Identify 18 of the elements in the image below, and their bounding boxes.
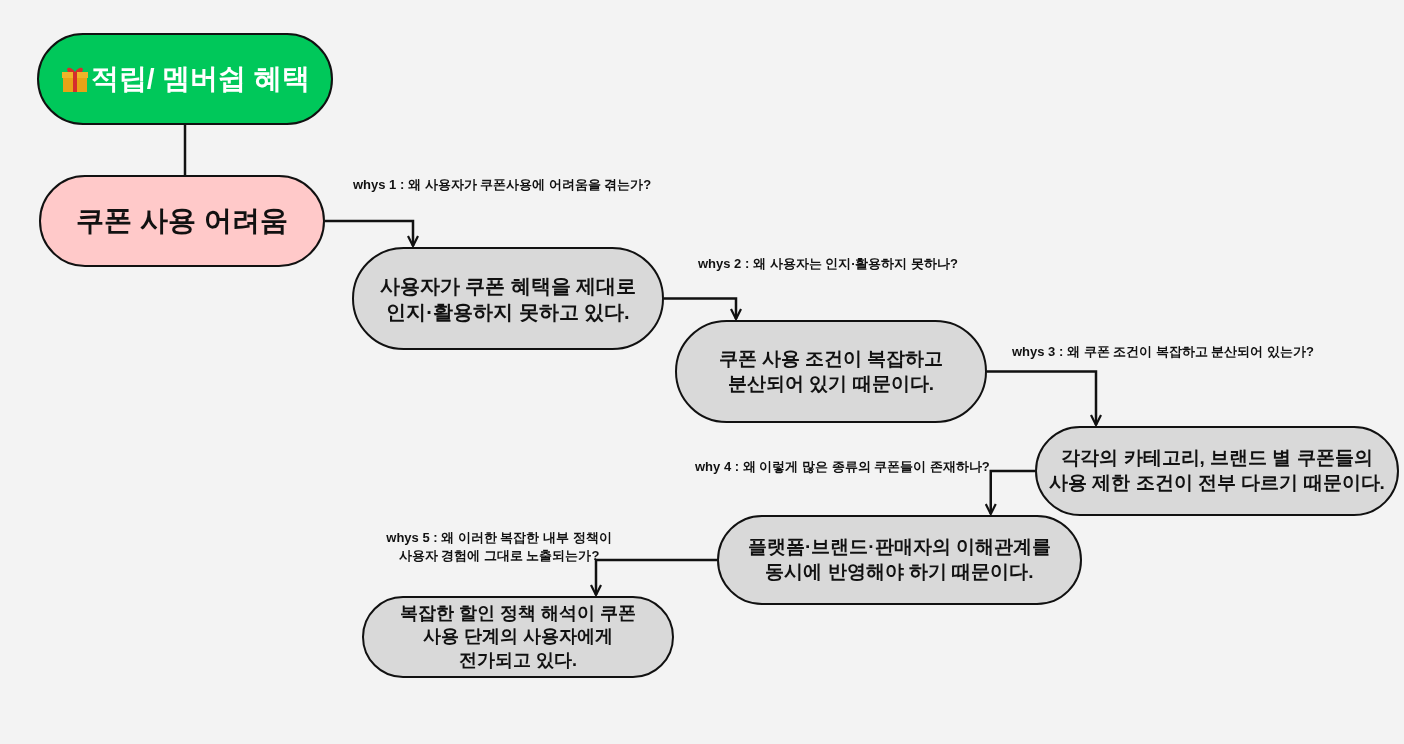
arrow bbox=[664, 297, 743, 321]
question-label: whys 2 : 왜 사용자는 인지·활용하지 못하나? bbox=[698, 255, 958, 273]
box-text: 쿠폰 사용 조건이 복잡하고 분산되어 있기 때문이다. bbox=[717, 346, 945, 396]
box-text: 플랫폼·브랜드·판매자의 이해관계를 동시에 반영해야 하기 때문이다. bbox=[747, 535, 1052, 584]
arrow bbox=[984, 469, 1035, 516]
arrow bbox=[589, 558, 717, 597]
question-label: why 4 : 왜 이렇게 많은 종류의 쿠폰들이 존재하나? bbox=[695, 458, 990, 476]
question-label: whys 3 : 왜 쿠폰 조건이 복잡하고 분산되어 있는가? bbox=[1012, 343, 1314, 361]
arrow bbox=[987, 370, 1103, 427]
box-text: 복잡한 할인 정책 해석이 쿠폰 사용 단계의 사용자에게 전가되고 있다. bbox=[399, 601, 637, 672]
box-text: 사용자가 쿠폰 혜택을 제대로 인지·활용하지 못하고 있다. bbox=[378, 273, 638, 325]
box-text: 쿠폰 사용 어려움 bbox=[76, 203, 288, 238]
question-label: whys 5 : 왜 이러한 복잡한 내부 정책이 사용자 경험에 그대로 노출되는가? bbox=[385, 529, 613, 565]
box-text: 각각의 카테고리, 브랜드 별 쿠폰들의 사용 제한 조건이 전부 다르기 때문이다. bbox=[1048, 446, 1386, 495]
box-text: 적립/ 멤버쉽 혜택 bbox=[90, 61, 311, 96]
question-label: whys 1 : 왜 사용자가 쿠폰사용에 어려움을 겪는가? bbox=[353, 176, 652, 194]
arrow bbox=[325, 219, 420, 248]
connector-line bbox=[183, 125, 187, 175]
